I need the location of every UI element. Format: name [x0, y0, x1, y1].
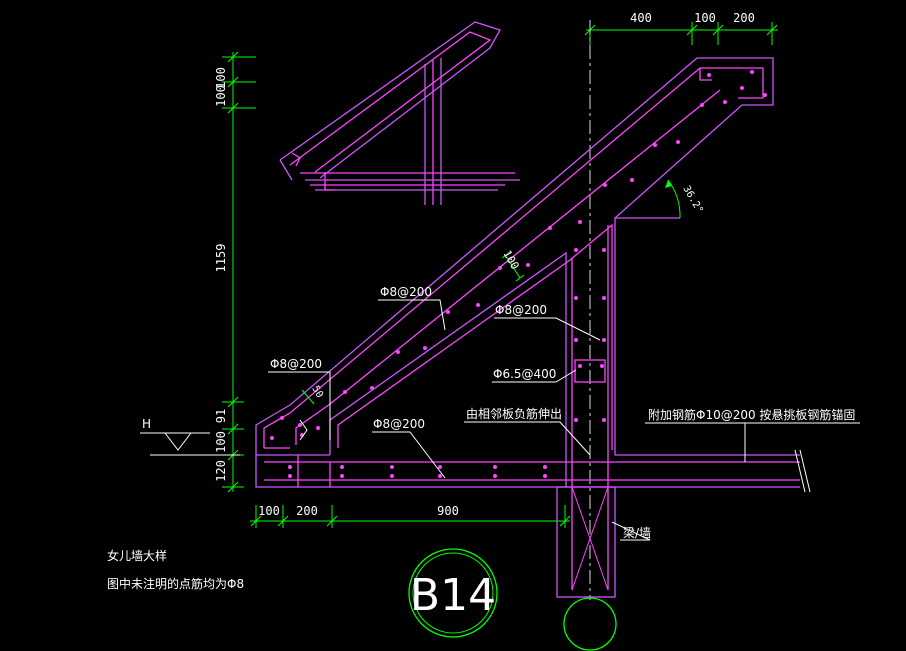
stirrup-label: Φ6.5@400 — [493, 367, 556, 381]
rebar-dots — [270, 70, 767, 478]
beam-section-circle — [563, 597, 617, 651]
dim-left-120: 120 — [214, 460, 228, 482]
rebar-bottom-slope — [337, 223, 613, 450]
dim-left-100-b: 100 — [214, 85, 228, 107]
rebar-label-slab: Φ8@200 — [373, 417, 425, 431]
additional-rebar-label: 附加钢筋Φ10@200 按悬挑板钢筋锚固 — [648, 407, 855, 422]
leader-lines — [268, 299, 860, 541]
rebar-label-slope: Φ8@200 — [380, 285, 432, 299]
angle-label: 36.2° — [680, 184, 705, 216]
main-section — [255, 57, 800, 598]
note-text: 图中未注明的点筋均为Φ8 — [107, 576, 244, 591]
top-dimension-chain — [584, 22, 778, 45]
drawing-title: B14 — [410, 570, 496, 621]
small-detail — [279, 21, 520, 205]
dim-left-1159: 1159 — [214, 244, 228, 273]
bottom-dimension-chain — [250, 505, 571, 528]
dim-bottom-900: 900 — [437, 504, 459, 518]
beam-wall — [556, 486, 616, 598]
small-offset-dim — [301, 389, 315, 405]
rebar-group — [263, 67, 800, 590]
rebar-slope-mid — [295, 89, 721, 445]
beam-cross — [571, 486, 609, 591]
title-bubble: B14 — [408, 548, 498, 638]
rebar-hook-top — [699, 68, 712, 81]
inner-slope-face — [329, 251, 567, 455]
dim-bottom-200: 200 — [296, 504, 318, 518]
dim-left-91: 91 — [214, 409, 228, 423]
slab-extension-label: 由相邻板负筋伸出 — [466, 406, 562, 421]
dim-top-100: 100 — [694, 11, 716, 25]
concrete-outline — [255, 57, 800, 456]
rebar-label-column: Φ8@200 — [495, 303, 547, 317]
dim-left-100-a: 100 — [214, 67, 228, 89]
small-offset-label: 50 — [309, 384, 325, 400]
beam-wall-label: 梁/墙 — [623, 525, 651, 540]
rebar-label-parapet: Φ8@200 — [270, 357, 322, 371]
slope-thickness-dim — [501, 251, 525, 282]
angle-arc — [667, 179, 681, 219]
elevation-mark — [140, 432, 240, 456]
slab-break-mark — [794, 449, 811, 493]
angle-arrow — [665, 180, 672, 188]
dim-left-100-c: 100 — [214, 431, 228, 453]
dim-top-200: 200 — [733, 11, 755, 25]
dim-top-400: 400 — [630, 11, 652, 25]
note-title: 女儿墙大样 — [107, 548, 167, 563]
elevation-label: H — [142, 417, 151, 431]
dim-bottom-100: 100 — [258, 504, 280, 518]
